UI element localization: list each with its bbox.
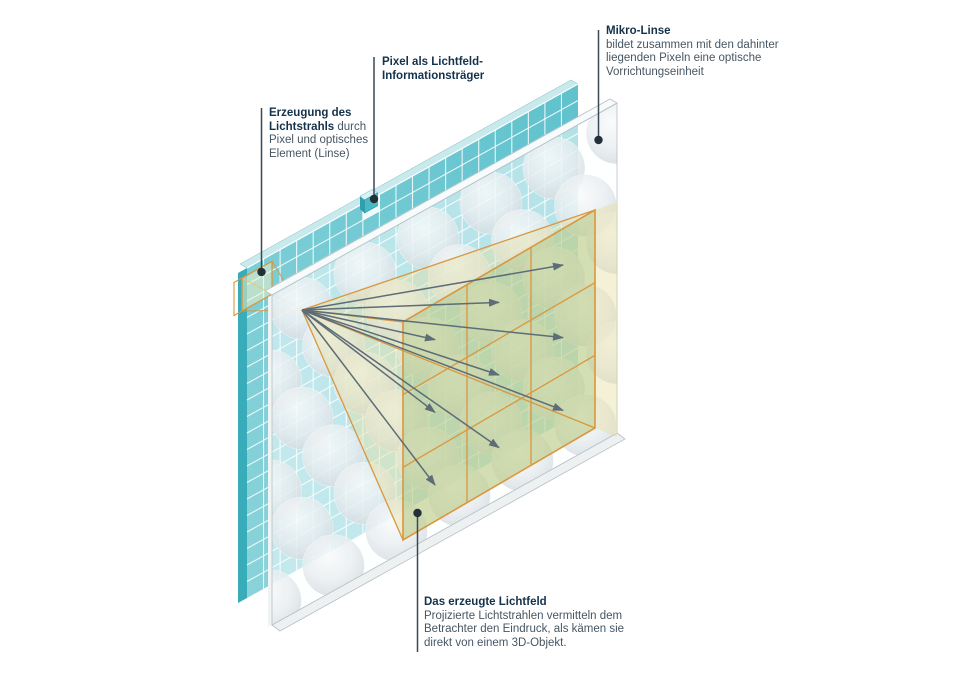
leader-lines	[257, 30, 603, 652]
light-field-grid	[301, 208, 596, 542]
annotation-title: Pixel als Lichtfeld-	[382, 56, 483, 68]
leader-dot	[594, 135, 603, 145]
annotation-pixel: Pixel als Lichtfeld- Informationsträger	[382, 56, 484, 83]
leader-dot	[413, 508, 422, 518]
annotation-title: Lichtstrahls	[269, 120, 335, 133]
annotation-title: Informationsträger	[382, 69, 485, 82]
annotation-line: liegenden Pixeln eine optische	[606, 52, 762, 65]
annotation-mikro-linse: Mikro-Linse bildet zusammen mit den dahi…	[606, 25, 779, 79]
light-ray-arrows	[301, 262, 564, 486]
annotation-erzeugung: Erzeugung des Lichtstrahls durch Pixel u…	[269, 107, 368, 161]
annotation-line: durch	[334, 120, 367, 133]
annotation-line: Pixel und optisches	[269, 134, 369, 147]
annotation-title: Erzeugung des	[269, 107, 352, 119]
annotation-line: Betrachter den Eindruck, als kämen sie	[424, 623, 625, 636]
annotation-line: bildet zusammen mit den dahinter	[606, 38, 779, 51]
annotation-line: direkt von einem 3D-Objekt.	[424, 636, 567, 649]
annotation-title: Das erzeugte Lichtfeld	[424, 596, 547, 608]
annotation-line: Element (Linse)	[269, 147, 350, 160]
annotation-line: Projizierte Lichtstrahlen vermitteln dem	[424, 609, 623, 622]
leader-dot	[369, 194, 379, 204]
annotation-lichtfeld: Das erzeugte Lichtfeld Projizierte Licht…	[424, 596, 624, 650]
leader-dot	[257, 267, 266, 277]
annotation-title: Mikro-Linse	[606, 25, 671, 37]
annotation-line: Vorrichtungseinheit	[606, 65, 704, 78]
